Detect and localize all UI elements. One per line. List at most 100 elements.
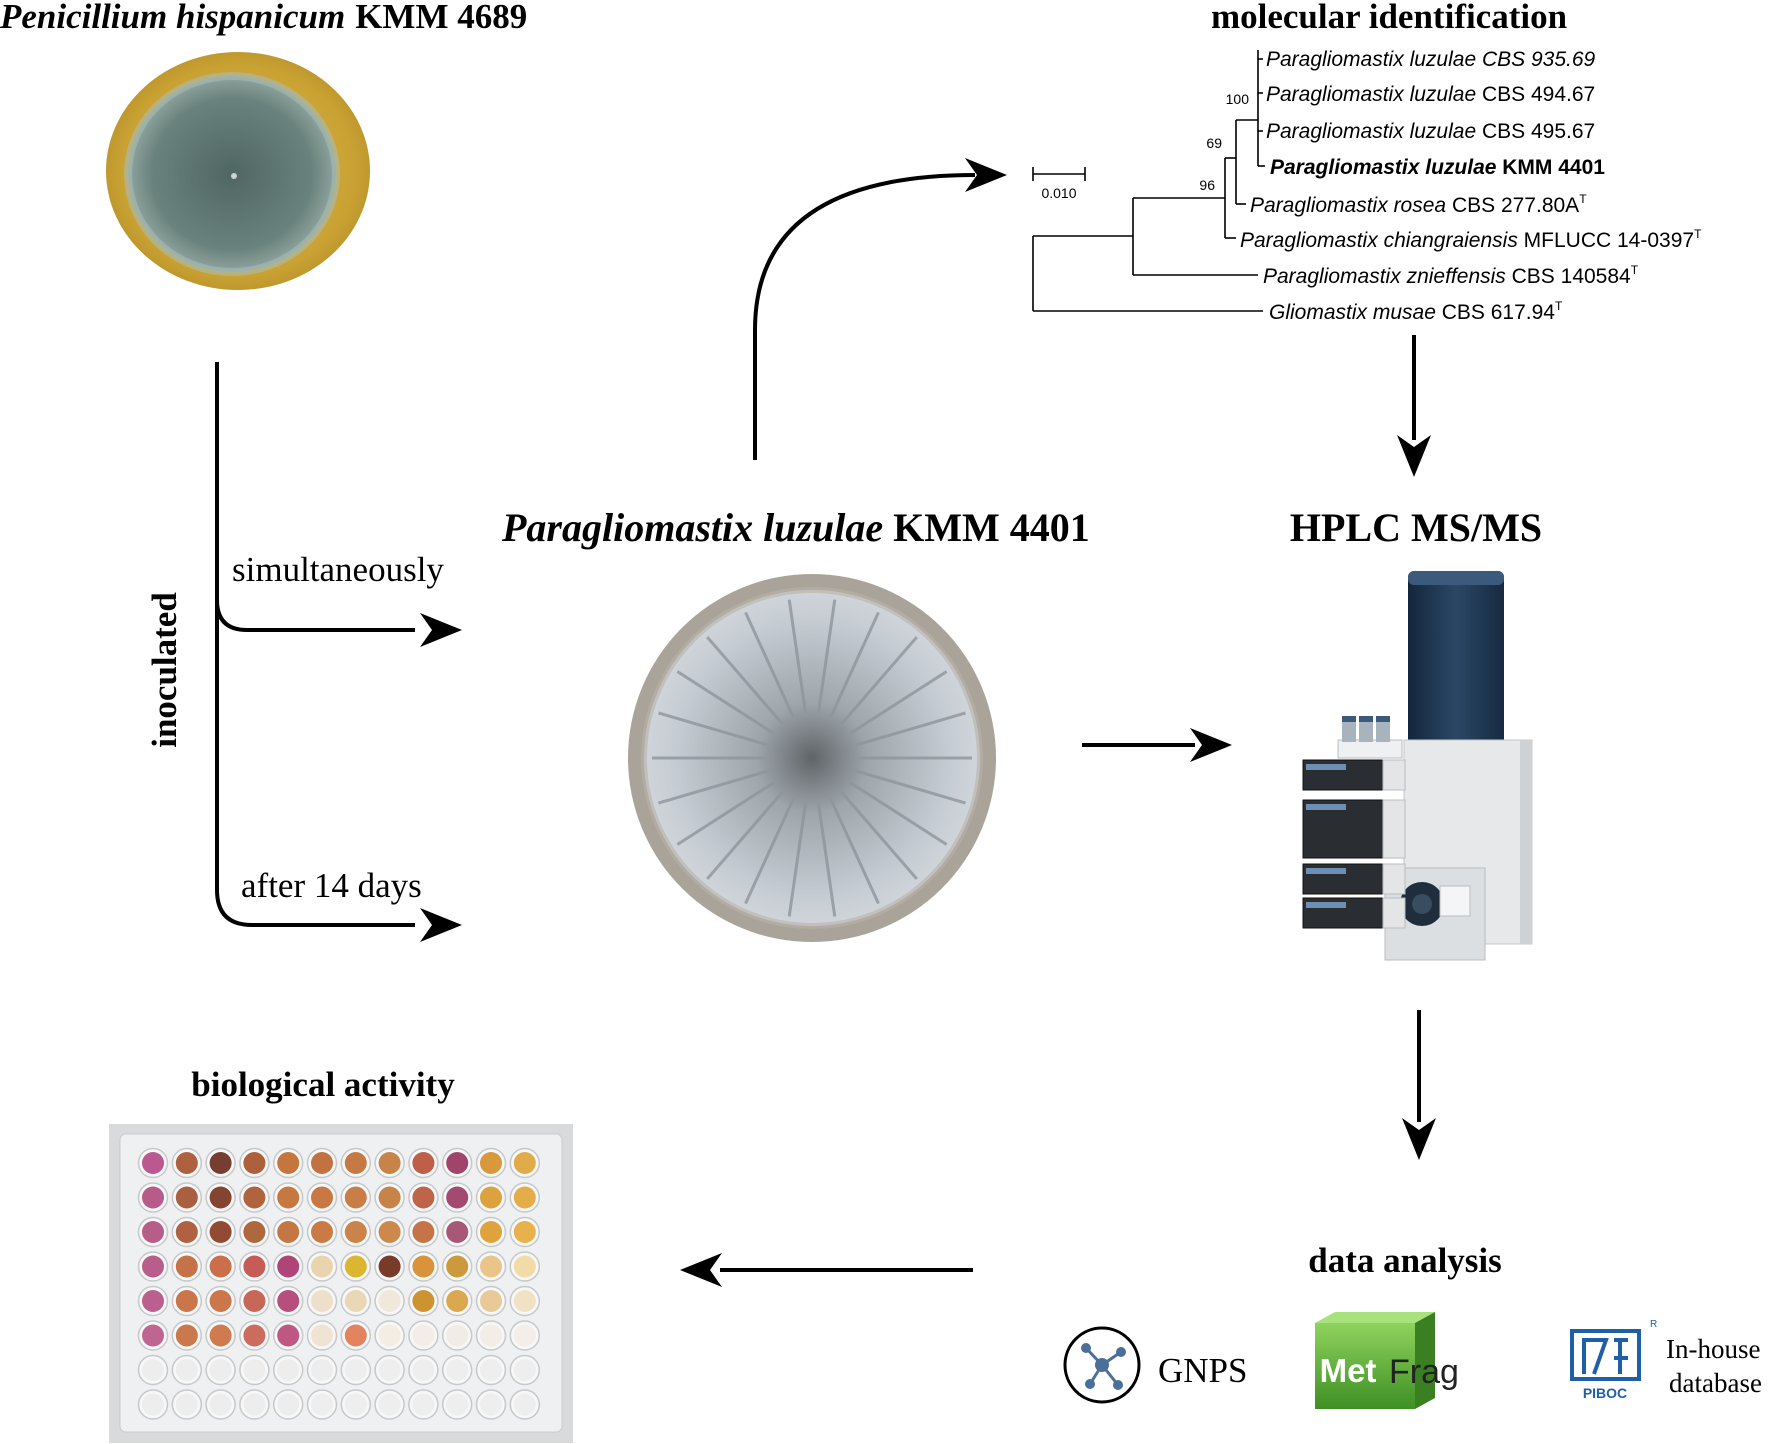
taxon-strain: CBS 935.69 bbox=[1482, 48, 1596, 71]
colony-fold bbox=[744, 611, 795, 718]
taxon-strain: CBS 140584 bbox=[1512, 265, 1631, 288]
colony-fold bbox=[854, 711, 966, 747]
plate-well-fill bbox=[142, 1221, 164, 1243]
plate-well-fill bbox=[378, 1221, 401, 1243]
taxon-epithet: znieffensis bbox=[1401, 265, 1512, 288]
plate-well-fill bbox=[277, 1152, 300, 1174]
piboc-registered-mark: R bbox=[1650, 1319, 1657, 1330]
plate-well-fill bbox=[412, 1324, 435, 1347]
taxon-label: Gliomastix musae CBS 617.94T bbox=[1269, 299, 1563, 324]
plate-well-fill bbox=[209, 1221, 232, 1243]
lc-module-side bbox=[1382, 897, 1406, 929]
plate-well-fill bbox=[412, 1255, 435, 1278]
plate-well-fill bbox=[311, 1393, 333, 1416]
plate-well-fill bbox=[412, 1186, 435, 1209]
plate-well-fill bbox=[277, 1393, 300, 1416]
plate-well-fill bbox=[412, 1152, 435, 1174]
plate-well-fill bbox=[446, 1290, 469, 1312]
plate-well-fill bbox=[243, 1393, 266, 1416]
plate-well-fill bbox=[344, 1221, 367, 1243]
gnps-label: GNPS bbox=[1158, 1351, 1247, 1390]
taxon-strain: CBS 617.94 bbox=[1442, 301, 1556, 324]
plate-well-fill bbox=[277, 1255, 300, 1278]
taxon-genus: Gliomastix bbox=[1269, 301, 1369, 324]
bootstrap-69: 69 bbox=[1206, 135, 1222, 151]
piboc-tool: PIBOC R In-house database bbox=[1570, 1319, 1762, 1401]
plate-well-fill bbox=[513, 1186, 536, 1209]
bootstrap-100: 100 bbox=[1226, 91, 1250, 107]
colony-fold bbox=[658, 769, 770, 805]
plate-well-fill bbox=[142, 1324, 164, 1347]
taxon-genus: Paragliomastix bbox=[1263, 265, 1402, 288]
plate-well-fill bbox=[311, 1324, 333, 1347]
arrowhead-hplc-to-data bbox=[1402, 1118, 1436, 1160]
plate-well-fill bbox=[344, 1290, 367, 1312]
plate-well-fill bbox=[277, 1290, 300, 1312]
arrowhead-tree-to-hplc bbox=[1397, 435, 1431, 477]
colony-fold bbox=[854, 769, 966, 805]
hplc-instrument-image bbox=[1302, 571, 1533, 961]
target-petri-dish bbox=[628, 574, 996, 942]
colony-fold bbox=[676, 781, 775, 846]
taxon-label: Paragliomastix luzulae CBS 494.67 bbox=[1266, 83, 1595, 106]
arrowhead-molecular-id bbox=[965, 158, 1007, 192]
plate-well-fill bbox=[243, 1290, 266, 1312]
plate-well-fill bbox=[311, 1359, 333, 1381]
colony-fold bbox=[829, 611, 880, 718]
lc-module-display bbox=[1306, 902, 1346, 908]
metfrag-tool: Met Frag bbox=[1315, 1312, 1459, 1409]
plate-well-fill bbox=[513, 1290, 536, 1312]
plate-well-fill bbox=[513, 1393, 536, 1416]
source-petri-dish bbox=[106, 52, 370, 290]
plate-well-fill bbox=[243, 1324, 266, 1347]
plate-well-fill bbox=[209, 1186, 232, 1209]
colony-fold bbox=[744, 798, 795, 905]
taxon-genus: Paragliomastix bbox=[1266, 83, 1405, 106]
plate-well-fill bbox=[175, 1393, 198, 1416]
well-plate-image bbox=[109, 1124, 573, 1443]
inoculated-label: inoculated bbox=[145, 592, 184, 748]
colony-fold bbox=[840, 636, 918, 725]
taxon-label: Paragliomastix rosea CBS 277.80AT bbox=[1250, 192, 1587, 217]
plate-well-fill bbox=[243, 1359, 266, 1381]
taxon-labels: Paragliomastix luzulae CBS 935.69Paragli… bbox=[1240, 48, 1702, 324]
plate-well-fill bbox=[446, 1324, 469, 1347]
taxon-genus: Paragliomastix bbox=[1270, 156, 1421, 179]
colony-fold bbox=[840, 791, 918, 880]
plate-well-fill bbox=[175, 1221, 198, 1243]
colony-fold bbox=[706, 636, 784, 725]
plate-well-fill bbox=[175, 1324, 198, 1347]
plate-well-fill bbox=[243, 1186, 266, 1209]
colony-fold bbox=[816, 599, 837, 714]
plate-well-fill bbox=[277, 1324, 300, 1347]
plate-well-fill bbox=[142, 1152, 164, 1174]
plate-well-fill bbox=[446, 1221, 469, 1243]
plate-well-fill bbox=[446, 1393, 469, 1416]
simultaneously-label: simultaneously bbox=[232, 550, 444, 589]
plate-well-fill bbox=[209, 1152, 232, 1174]
plate-well-fill bbox=[311, 1186, 333, 1209]
plate-well-fill bbox=[446, 1359, 469, 1381]
plate-well-fill bbox=[311, 1290, 333, 1312]
taxon-label: Paragliomastix znieffensis CBS 140584T bbox=[1263, 263, 1639, 288]
plate-well-fill bbox=[480, 1290, 502, 1312]
source-strain: KMM 4689 bbox=[355, 0, 527, 36]
lc-module-side bbox=[1382, 759, 1406, 791]
target-strain: KMM 4401 bbox=[893, 505, 1090, 550]
taxon-strain: KMM 4401 bbox=[1502, 156, 1605, 179]
taxon-genus: Paragliomastix bbox=[1250, 194, 1389, 217]
plate-well-fill bbox=[175, 1152, 198, 1174]
plate-well-fill bbox=[209, 1359, 232, 1381]
colony-fold bbox=[829, 798, 880, 905]
plate-well-fill bbox=[344, 1255, 367, 1278]
colony-fold bbox=[816, 802, 837, 917]
taxon-genus: Paragliomastix bbox=[1240, 229, 1379, 252]
taxon-genus: Paragliomastix bbox=[1266, 48, 1405, 71]
arrowhead-bioactivity bbox=[680, 1253, 722, 1287]
piboc-logo-text: PIBOC bbox=[1583, 1385, 1627, 1401]
taxon-label: Paragliomastix luzulae CBS 935.69 bbox=[1266, 48, 1596, 71]
plate-well-fill bbox=[378, 1186, 401, 1209]
arrowhead-after-14-days bbox=[420, 908, 462, 942]
taxon-type-mark: T bbox=[1694, 227, 1702, 241]
